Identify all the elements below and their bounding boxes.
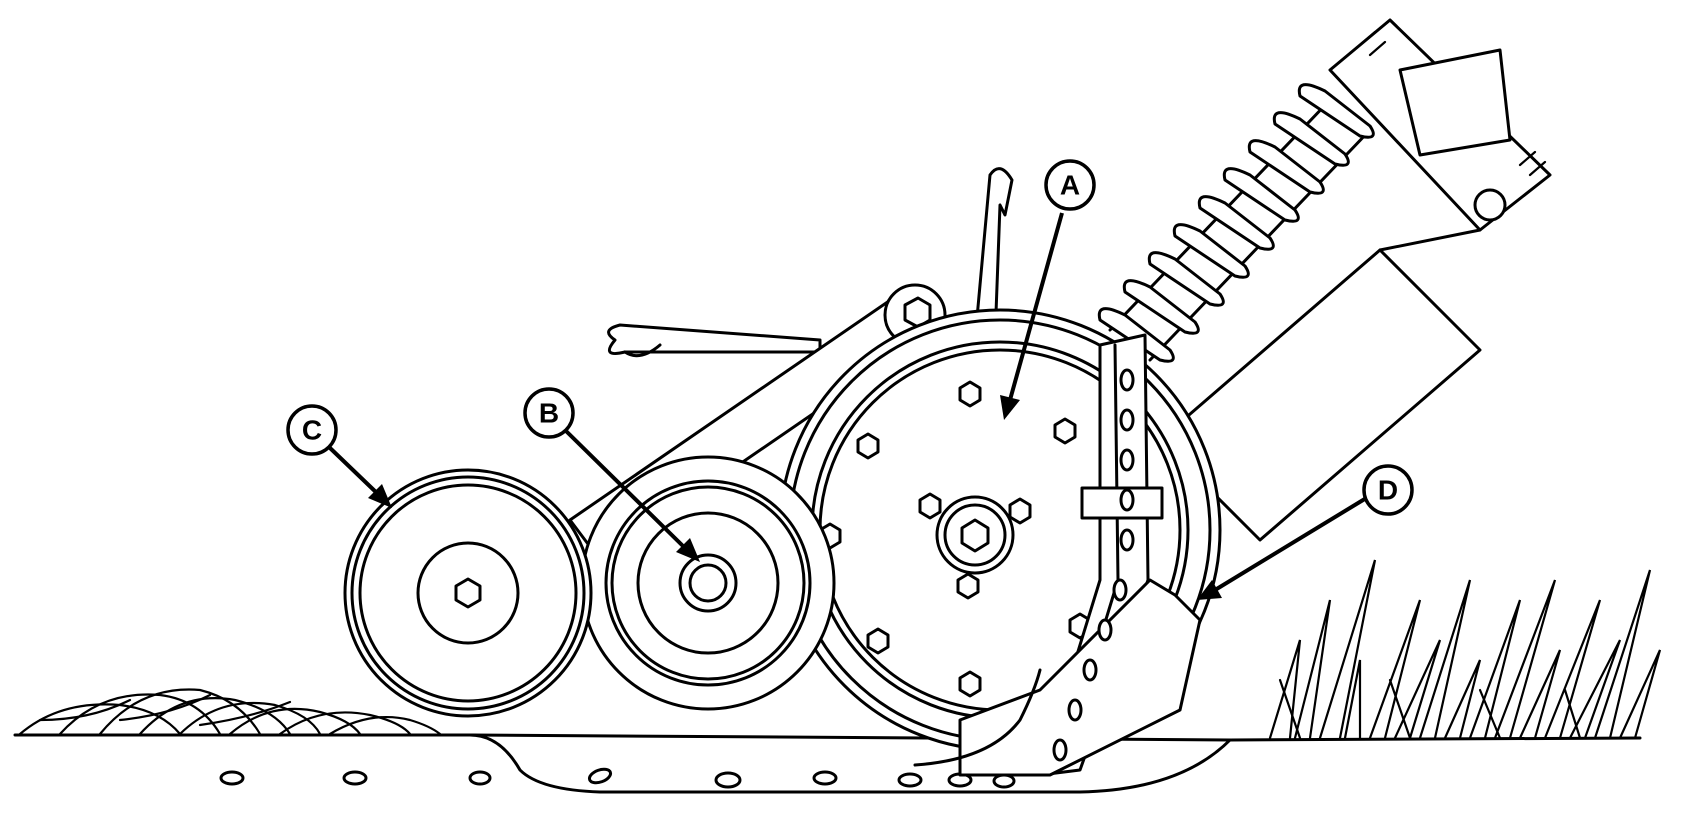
grass: [1268, 559, 1662, 740]
callout-b: B: [523, 387, 700, 562]
callout-a: A: [1000, 159, 1096, 420]
callout-a-label: A: [1060, 170, 1080, 201]
callout-c-label: C: [302, 415, 322, 446]
callout-b-label: B: [539, 398, 559, 429]
callout-d-label: D: [1378, 475, 1398, 506]
callout-c: C: [286, 404, 392, 508]
gauge-wheel: [580, 455, 836, 711]
callout-d: D: [1197, 464, 1414, 600]
spring: [1097, 83, 1375, 363]
seed-boot: [913, 333, 1202, 777]
crop-residue: [18, 688, 442, 736]
frame-arm: [1158, 18, 1552, 542]
closing-wheel: [343, 468, 593, 718]
seeds: [219, 767, 1016, 789]
